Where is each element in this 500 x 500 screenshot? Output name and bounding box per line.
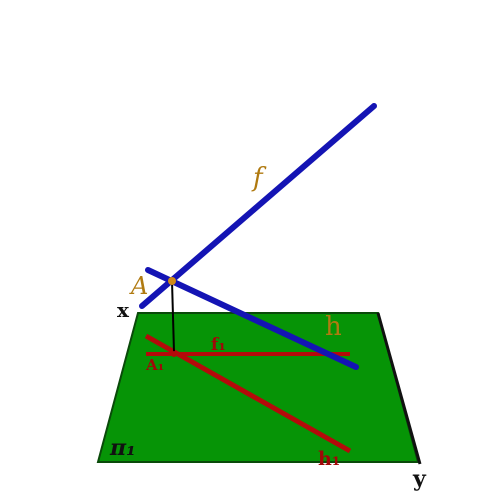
line-f (139, 103, 377, 309)
label-h: h (325, 312, 342, 342)
label-a: A (129, 272, 148, 300)
label-x-axis: x (117, 298, 130, 322)
label-pi1: π₁ (109, 435, 136, 461)
label-h1: h₁ (318, 448, 340, 470)
projector-a-a1 (171, 280, 175, 353)
point-a (168, 277, 176, 285)
label-y-axis: y (412, 466, 427, 492)
line-h (145, 267, 359, 370)
point-a1 (171, 351, 177, 357)
label-a1: A₁ (145, 356, 164, 374)
label-f: f (251, 163, 267, 193)
line-h1-projection (144, 333, 352, 454)
plane-right-edge (376, 312, 422, 465)
projection-plane (96, 312, 420, 463)
label-f1: f₁ (211, 335, 226, 355)
